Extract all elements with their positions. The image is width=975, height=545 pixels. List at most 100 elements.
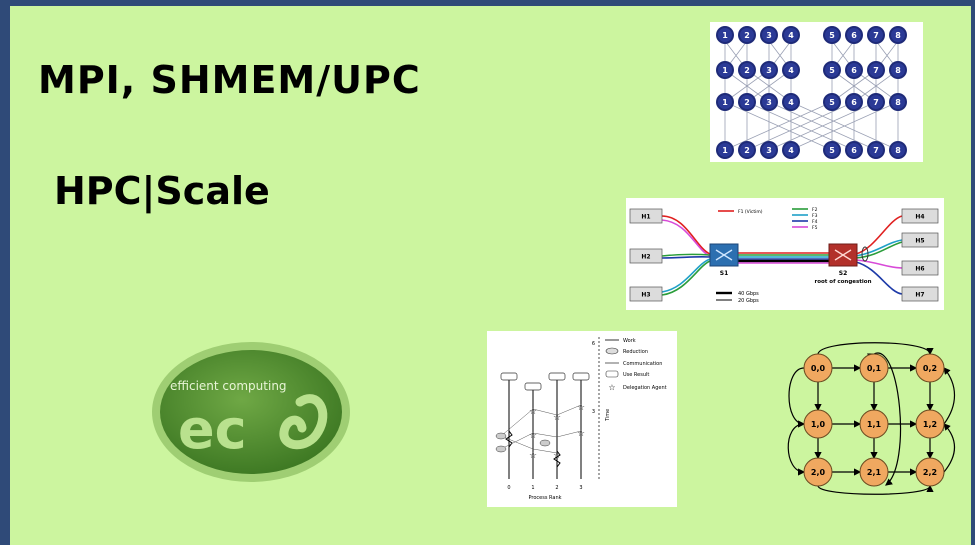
- butterfly-node-label: 7: [873, 66, 879, 75]
- host-right: H6: [901, 260, 939, 276]
- butterfly-node-label: 2: [744, 31, 750, 40]
- butterfly-node: 8: [889, 61, 907, 79]
- butterfly-node: 4: [782, 141, 800, 159]
- rank-tick-2: 2: [555, 485, 558, 491]
- flow-legend-label: F4: [812, 219, 818, 225]
- switch-s2-caption: root of congestion: [814, 279, 871, 285]
- butterfly-node: 8: [889, 141, 907, 159]
- congestion-marker: [861, 246, 869, 262]
- butterfly-node-label: 4: [788, 98, 794, 107]
- butterfly-node-label: 3: [766, 98, 772, 107]
- left-links: [661, 215, 711, 296]
- legend-communication: Communication: [623, 361, 662, 367]
- butterfly-node-label: 7: [873, 146, 879, 155]
- butterfly-node: 7: [867, 61, 885, 79]
- butterfly-node-label: 4: [788, 31, 794, 40]
- rank-tick-0: 0: [507, 485, 510, 491]
- butterfly-node: 3: [760, 141, 778, 159]
- host-left: H2: [629, 248, 663, 264]
- butterfly-node: 8: [889, 26, 907, 44]
- host-right: H4: [901, 208, 939, 224]
- butterfly-node-label: 5: [829, 146, 835, 155]
- butterfly-node-label: 5: [829, 66, 835, 75]
- svg-text:☆: ☆: [529, 451, 537, 461]
- butterfly-node: 2: [738, 61, 756, 79]
- mesh-node: 1,0: [803, 409, 833, 439]
- leaf-icon: [279, 394, 328, 450]
- flow-legend-item: F1 (Victim): [718, 209, 763, 215]
- host-right: H5: [901, 232, 939, 248]
- butterfly-node-label: 3: [766, 66, 772, 75]
- svg-text:☆: ☆: [577, 403, 585, 413]
- flow-legend-label: F3: [812, 213, 818, 219]
- butterfly-node-label: 6: [851, 66, 857, 75]
- host-label: H3: [641, 292, 650, 299]
- rank-tick-1: 1: [531, 485, 534, 491]
- mesh-node-label: 0,2: [923, 364, 937, 373]
- butterfly-node: 7: [867, 26, 885, 44]
- butterfly-node-label: 2: [744, 146, 750, 155]
- butterfly-node-label: 6: [851, 31, 857, 40]
- legend-use-result-shape: [605, 370, 619, 378]
- butterfly-node-label: 7: [873, 98, 879, 107]
- butterfly-node: 4: [782, 61, 800, 79]
- reduction-shapes: [495, 432, 551, 453]
- butterfly-node: 7: [867, 141, 885, 159]
- mesh-node-label: 2,2: [923, 468, 937, 477]
- slide-title: MPI, SHMEM/UPC: [38, 58, 421, 102]
- host-label: H7: [915, 292, 924, 299]
- flow-legend-label: F5: [812, 225, 818, 231]
- butterfly-node-label: 2: [744, 66, 750, 75]
- mesh-node-label: 1,0: [811, 420, 826, 429]
- butterfly-node: 7: [867, 93, 885, 111]
- legend-delegation: Delegation Agent: [623, 385, 667, 391]
- butterfly-node-label: 5: [829, 98, 835, 107]
- butterfly-node-label: 4: [788, 66, 794, 75]
- svg-text:☆: ☆: [529, 407, 537, 417]
- butterfly-node-label: 1: [722, 31, 728, 40]
- legend-use-result: Use Result: [623, 372, 649, 378]
- butterfly-node-label: 6: [851, 98, 857, 107]
- butterfly-node: 1: [716, 141, 734, 159]
- butterfly-node: 2: [738, 93, 756, 111]
- butterfly-node: 4: [782, 26, 800, 44]
- butterfly-node: 2: [738, 26, 756, 44]
- legend-20g: 20 Gbps: [738, 298, 759, 304]
- butterfly-node: 6: [845, 141, 863, 159]
- butterfly-node: 1: [716, 26, 734, 44]
- butterfly-node: 5: [823, 141, 841, 159]
- mesh-node-label: 0,1: [867, 364, 882, 373]
- butterfly-node: 3: [760, 26, 778, 44]
- logo-mark: ec: [178, 398, 247, 461]
- butterfly-node: 6: [845, 61, 863, 79]
- delegation-stars: ☆ ☆ ☆ ☆ ☆ ☆ ☆: [529, 403, 585, 461]
- mesh-node-label: 0,0: [811, 364, 826, 373]
- host-label: H5: [915, 238, 924, 245]
- butterfly-node: 1: [716, 93, 734, 111]
- flow-legend-item: F2: [792, 207, 818, 213]
- host-left: H1: [629, 208, 663, 224]
- butterfly-node-label: 7: [873, 31, 879, 40]
- legend-work: Work: [623, 338, 636, 344]
- rank-axis-label: Process Rank: [528, 495, 561, 501]
- time-tick-3: 3: [592, 409, 595, 415]
- host-label: H6: [915, 266, 924, 273]
- butterfly-node: 3: [760, 93, 778, 111]
- butterfly-node: 8: [889, 93, 907, 111]
- flow-legend-item: F3: [792, 213, 818, 219]
- mesh-node: 2,2: [915, 457, 945, 487]
- logo-tagline: efficient computing: [170, 379, 287, 393]
- mesh-node: 0,2: [915, 353, 945, 383]
- mesh-node: 1,2: [915, 409, 945, 439]
- time-tick-6: 6: [592, 341, 595, 347]
- legend-star-icon: ☆: [608, 383, 615, 392]
- mesh-node-label: 2,1: [867, 468, 882, 477]
- butterfly-node-label: 2: [744, 98, 750, 107]
- mesh-node: 2,0: [803, 457, 833, 487]
- butterfly-node-label: 3: [766, 31, 772, 40]
- butterfly-node-label: 1: [722, 66, 728, 75]
- efficient-computing-logo: efficient computing ec: [150, 340, 352, 485]
